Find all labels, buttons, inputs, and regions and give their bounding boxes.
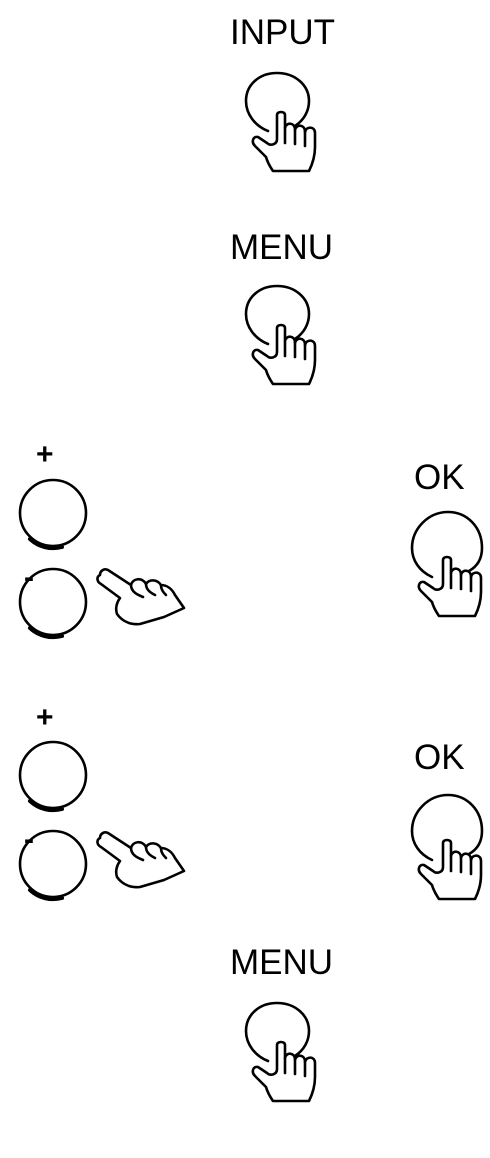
input-button-press	[240, 75, 330, 215]
menu-button-label: MENU	[230, 945, 333, 980]
pressing-hand-icon	[253, 112, 315, 171]
input-button-label: INPUT	[230, 15, 335, 50]
pointing-hand-icon	[97, 832, 184, 887]
ok-button-press	[405, 785, 490, 925]
ok-button-label: OK	[414, 460, 465, 495]
menu-button-press	[240, 285, 330, 425]
plus-button	[20, 480, 86, 548]
ok-button-label: OK	[414, 740, 465, 775]
plus-label: +	[36, 703, 54, 733]
ok-button	[412, 512, 482, 577]
pointing-hand-icon	[97, 569, 184, 624]
plus-minus-buttons	[15, 480, 195, 640]
pressing-hand-icon	[419, 557, 481, 616]
plus-label: +	[36, 440, 54, 470]
ok-button	[412, 795, 482, 860]
plus-button	[20, 742, 86, 810]
menu-button-press	[240, 1000, 330, 1150]
pressing-hand-icon	[253, 325, 315, 384]
pressing-hand-icon	[419, 840, 481, 899]
menu-button-label: MENU	[230, 230, 333, 265]
pressing-hand-icon	[253, 1042, 315, 1101]
minus-button	[20, 831, 86, 899]
ok-button-press	[405, 505, 490, 645]
minus-button	[20, 569, 86, 637]
plus-minus-buttons	[15, 740, 195, 900]
